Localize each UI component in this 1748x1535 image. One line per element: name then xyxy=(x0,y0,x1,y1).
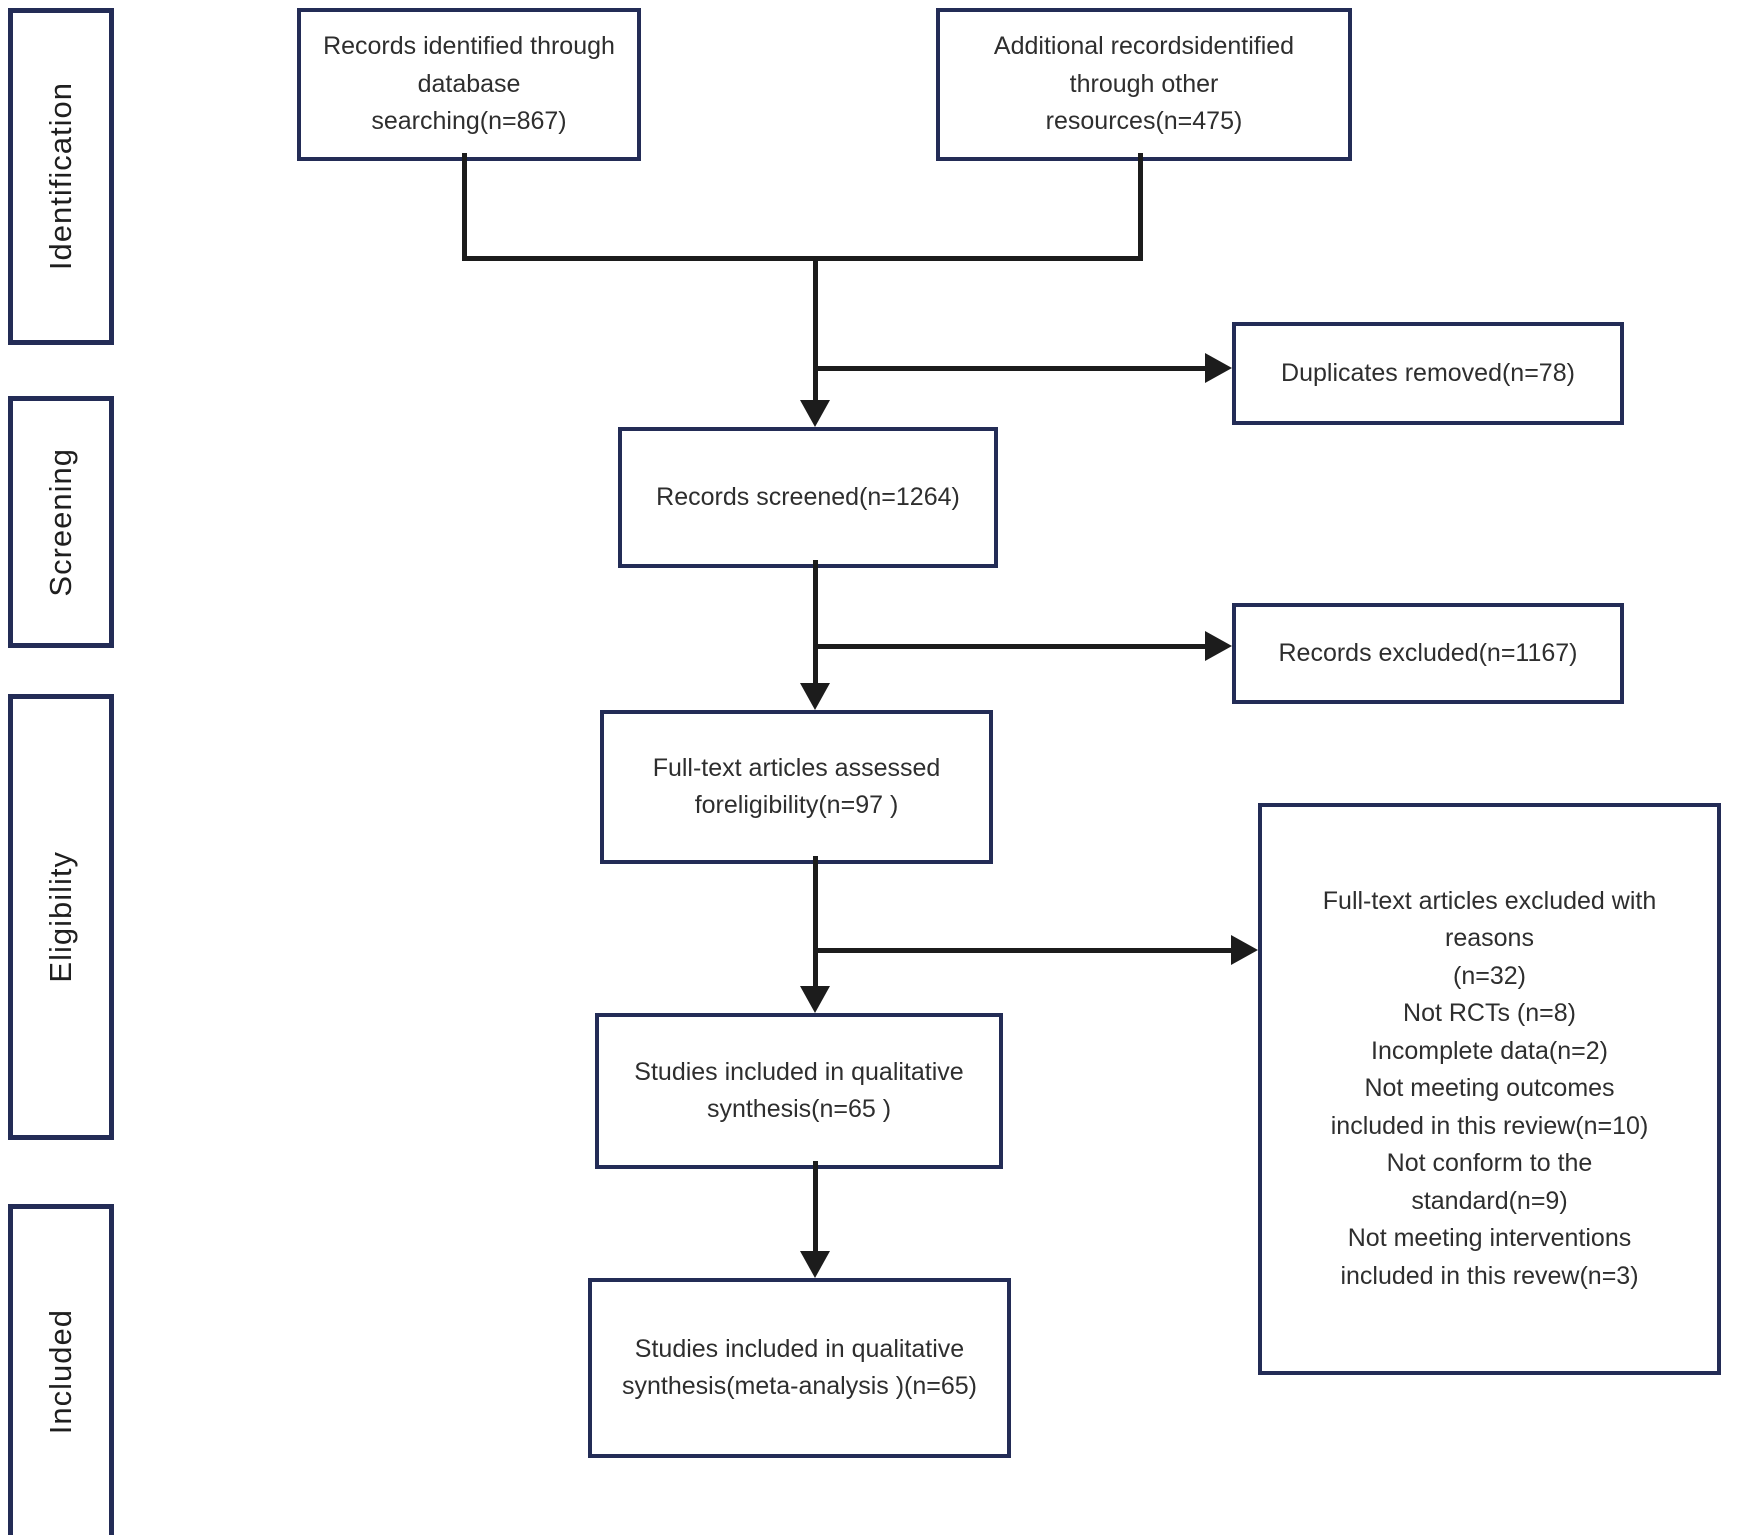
box-fulltext-assessed-text: Full-text articles assessed foreligibili… xyxy=(652,753,941,820)
stage-label-identification-text: Identification xyxy=(43,82,78,271)
connector-to-duplicates xyxy=(813,366,1206,371)
connector-to-records-excluded xyxy=(813,644,1206,649)
box-records-screened: Records screened(n=1264) xyxy=(618,427,998,568)
arrowhead-right-fulltext-excluded-icon xyxy=(1231,935,1258,965)
box-records-identified-text: Records identified through database sear… xyxy=(323,32,615,136)
arrowhead-right-records-excluded-icon xyxy=(1205,631,1232,661)
box-meta-analysis: Studies included in qualitative synthesi… xyxy=(588,1278,1011,1458)
box-additional-records: Additional recordsidentified through oth… xyxy=(936,8,1352,161)
stage-label-eligibility-text: Eligibility xyxy=(43,851,78,983)
connector-merge-horizontal xyxy=(462,256,1143,261)
connector-left-drop xyxy=(462,153,467,259)
box-additional-records-text: Additional recordsidentified through oth… xyxy=(993,32,1295,136)
box-records-excluded-text: Records excluded(n=1167) xyxy=(1278,638,1578,667)
box-qualitative-synthesis: Studies included in qualitative synthesi… xyxy=(595,1013,1003,1169)
box-duplicates-removed-text: Duplicates removed(n=78) xyxy=(1281,358,1575,387)
stage-label-included-text: Included xyxy=(43,1309,78,1435)
stage-label-screening-text: Screening xyxy=(43,447,78,597)
box-duplicates-removed: Duplicates removed(n=78) xyxy=(1232,322,1624,425)
arrowhead-right-duplicates-icon xyxy=(1205,353,1232,383)
connector-right-drop xyxy=(1138,153,1143,259)
arrowhead-down-records-screened-icon xyxy=(800,400,830,427)
box-records-excluded: Records excluded(n=1167) xyxy=(1232,603,1624,704)
arrowhead-down-meta-analysis-icon xyxy=(800,1251,830,1278)
box-meta-analysis-text: Studies included in qualitative synthesi… xyxy=(622,1334,977,1401)
box-fulltext-excluded-reasons-text: Full-text articles excluded with reasons… xyxy=(1322,886,1657,1290)
box-fulltext-assessed: Full-text articles assessed foreligibili… xyxy=(600,710,993,864)
stage-label-included: Included xyxy=(8,1204,114,1535)
box-fulltext-excluded-reasons: Full-text articles excluded with reasons… xyxy=(1258,803,1721,1375)
arrowhead-down-fulltext-assessed-icon xyxy=(800,683,830,710)
connector-to-fulltext-excluded xyxy=(813,948,1232,953)
connector-to-records-screened xyxy=(813,256,818,403)
box-records-screened-text: Records screened(n=1264) xyxy=(656,482,960,511)
stage-label-identification: Identification xyxy=(8,8,114,345)
arrowhead-down-qualitative-synthesis-icon xyxy=(800,986,830,1013)
stage-label-screening: Screening xyxy=(8,396,114,648)
box-qualitative-synthesis-text: Studies included in qualitative synthesi… xyxy=(634,1057,964,1124)
connector-to-meta-analysis xyxy=(813,1161,818,1254)
connector-to-fulltext-assessed xyxy=(813,560,818,686)
stage-label-eligibility: Eligibility xyxy=(8,694,114,1140)
box-records-identified: Records identified through database sear… xyxy=(297,8,641,161)
connector-to-qualitative-synthesis xyxy=(813,856,818,989)
